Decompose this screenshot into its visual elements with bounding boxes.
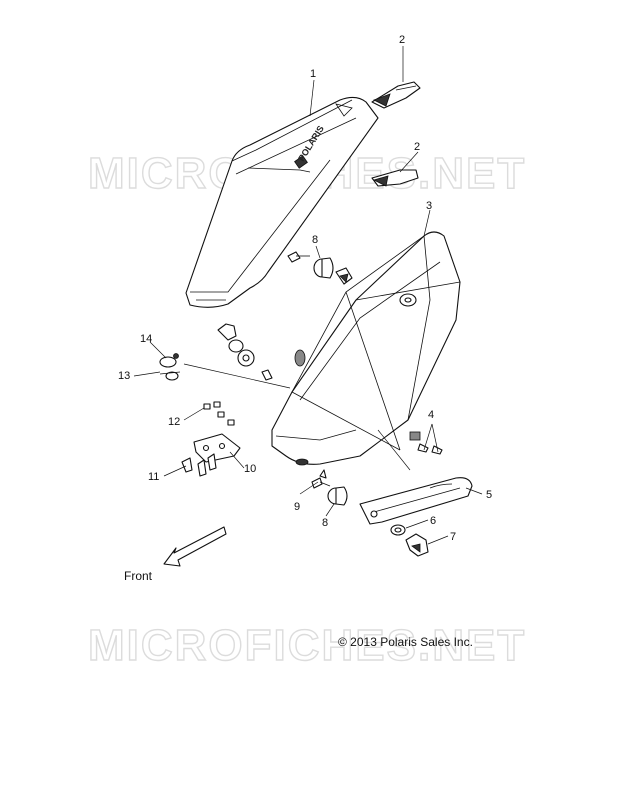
leader-lines [133, 46, 483, 545]
part-6-washer [390, 524, 406, 536]
part-9-bolts [311, 469, 331, 489]
part-2-latch-upper [371, 81, 421, 109]
callout-8-upper: 8 [312, 234, 318, 246]
copyright-text: © 2013 Polaris Sales Inc. [338, 635, 473, 649]
part-grommets-mid [217, 323, 273, 381]
front-arrow [163, 526, 227, 567]
callout-11: 11 [148, 471, 159, 483]
callout-12: 12 [168, 416, 180, 428]
callout-3: 3 [426, 200, 432, 212]
callout-4: 4 [428, 409, 434, 421]
part-12-nuts [203, 401, 235, 426]
part-13-14-clamp [159, 353, 181, 381]
part-7-clip [405, 533, 429, 557]
callout-14: 14 [140, 333, 152, 345]
callout-13: 13 [118, 370, 130, 382]
part-2-latch-lower [371, 169, 419, 187]
part-8-bushing-upper [313, 257, 334, 279]
callout-numbers: 1 2 2 3 4 5 6 7 8 8 9 10 11 12 13 14 [118, 34, 492, 543]
watermark-bottom: MICROFICHES.NET [88, 621, 526, 670]
part-4-screws [417, 423, 443, 455]
callout-2-upper: 2 [399, 34, 405, 46]
part-1-lid: POLARIS [185, 96, 379, 308]
part-11-bolts [181, 453, 217, 477]
callout-7: 7 [450, 531, 456, 543]
front-label: Front [124, 569, 153, 583]
part-3-saddlebag-body [271, 231, 461, 466]
part-8-bushing-lower [327, 486, 348, 506]
callout-2-lower: 2 [414, 141, 420, 153]
part-5-bracket [359, 477, 473, 525]
callout-5: 5 [486, 489, 492, 501]
callout-1: 1 [310, 68, 316, 80]
part-bolt-upper [287, 251, 353, 285]
part-10-bracket [193, 433, 241, 463]
callout-10: 10 [244, 463, 256, 475]
callout-6: 6 [430, 515, 436, 527]
callout-9: 9 [294, 501, 300, 513]
callout-8-lower: 8 [322, 517, 328, 529]
